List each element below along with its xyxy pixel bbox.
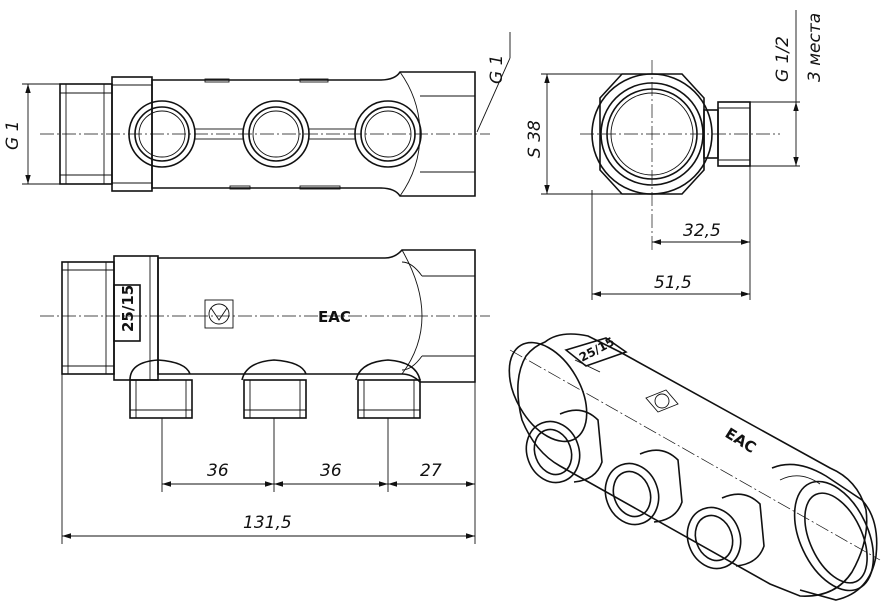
front-outlet-3 — [357, 379, 421, 419]
label-dim-overall-length: 131,5 — [243, 513, 292, 533]
label-top-right-thread: G 1 — [487, 55, 507, 84]
label-iso-cert-mark: EAC — [722, 424, 759, 457]
end-view — [541, 10, 800, 300]
iso-water-drop-logo — [645, 389, 679, 413]
top-view — [22, 32, 511, 197]
label-side-outlet-note: 3 места — [805, 13, 825, 82]
iso-outlet-2 — [604, 449, 683, 526]
label-iso-size-marking: 25/15 — [577, 335, 617, 365]
label-hex-size: S 38 — [525, 120, 545, 158]
label-top-left-thread: G 1 — [3, 121, 23, 150]
front-outlet-1 — [129, 379, 193, 419]
label-dim-end: 27 — [420, 461, 442, 481]
iso-outlet-3 — [686, 493, 765, 570]
water-drop-logo — [204, 299, 234, 329]
label-cert-mark: EAC — [318, 308, 351, 326]
label-dim-spacing-1: 36 — [207, 461, 229, 481]
front-outlet-2 — [243, 379, 307, 419]
label-dim-total-width: 51,5 — [654, 273, 692, 293]
label-size-marking: 25/15 — [119, 285, 137, 332]
label-dim-axis-to-outlet: 32,5 — [683, 221, 721, 241]
label-side-outlet-thread: G 1/2 — [773, 36, 793, 82]
isometric-view — [508, 333, 881, 601]
front-view — [40, 249, 490, 544]
iso-outlet-1 — [525, 409, 603, 484]
label-dim-spacing-2: 36 — [320, 461, 342, 481]
